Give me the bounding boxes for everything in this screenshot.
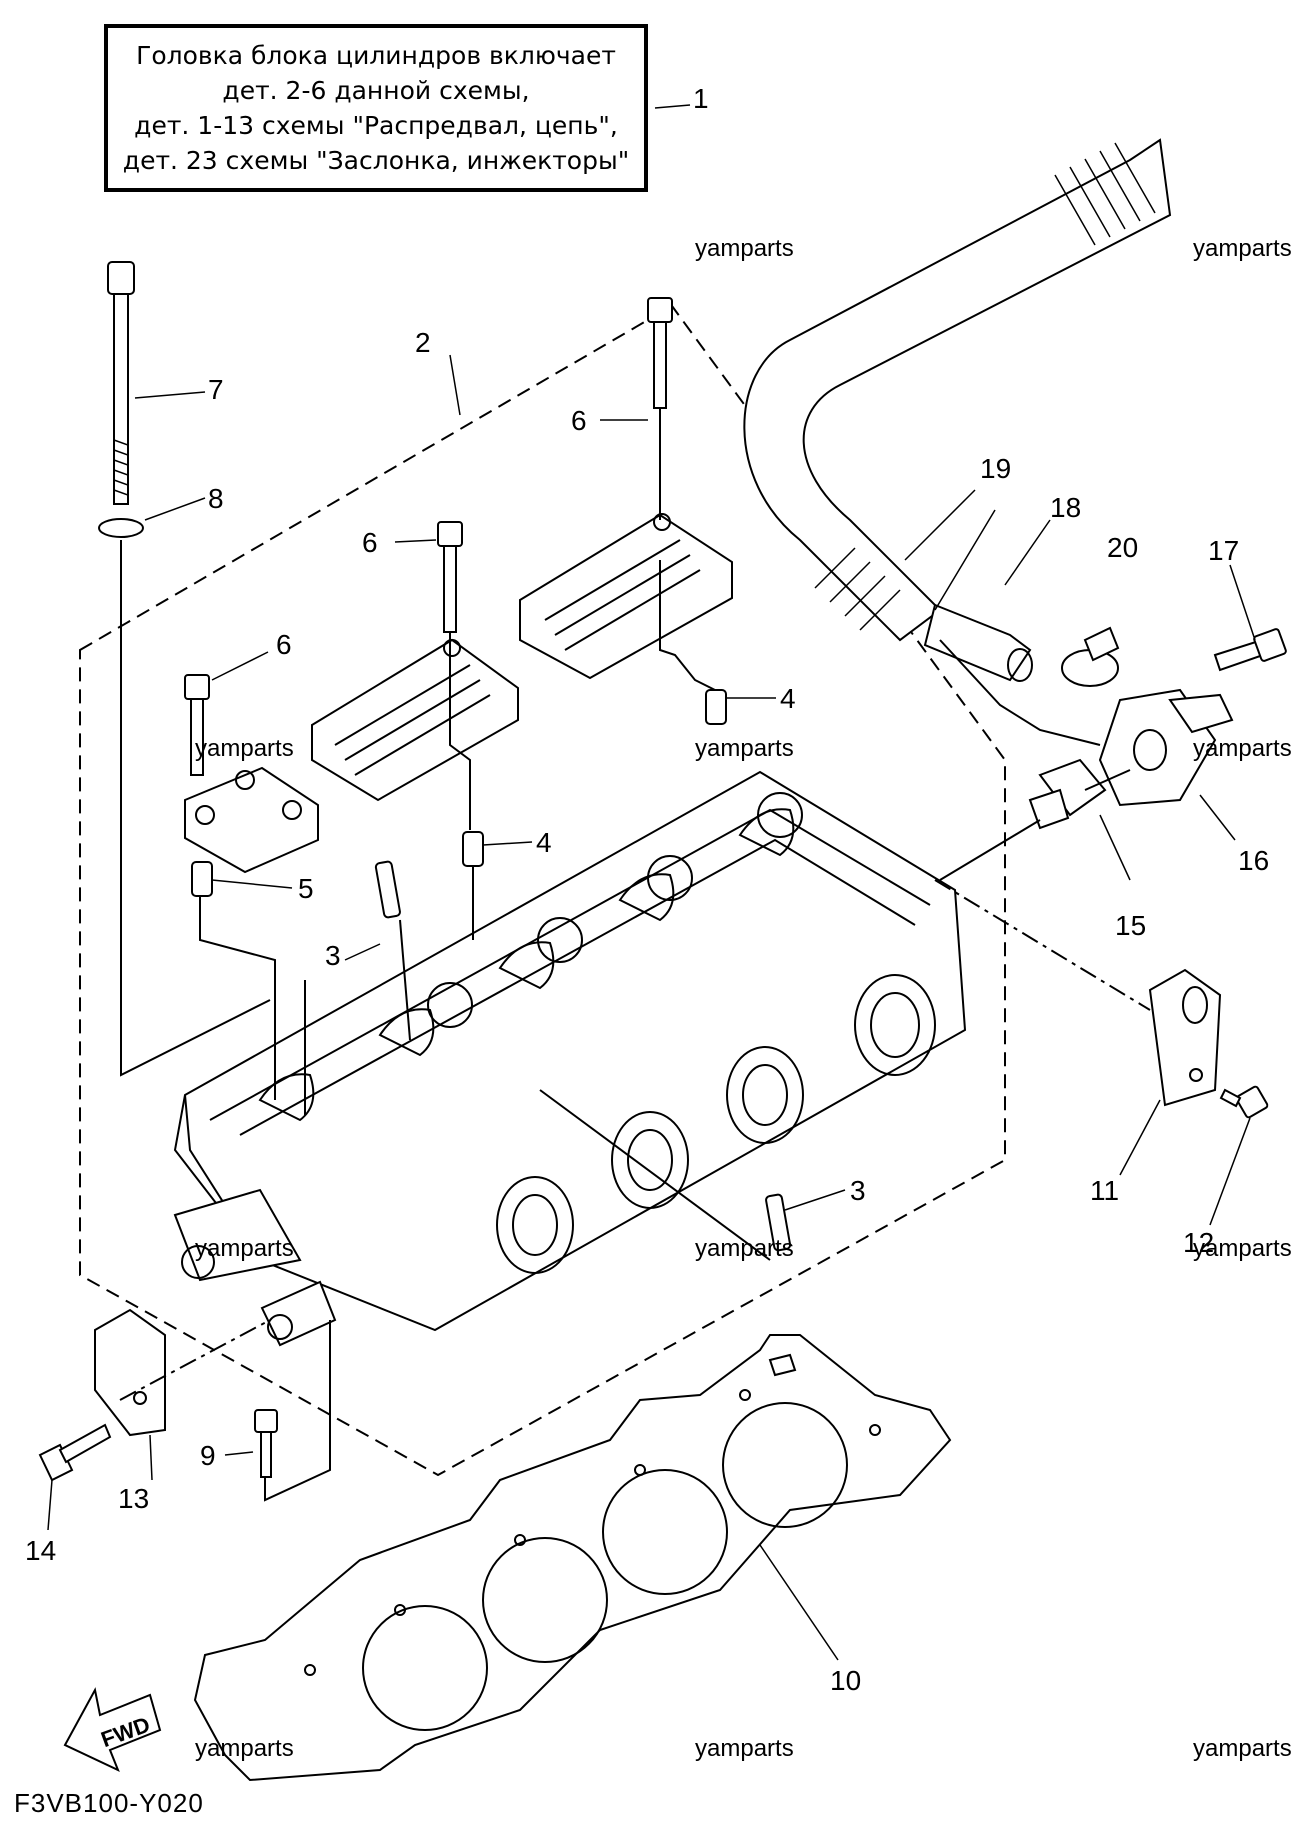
callout-4-right: 4 [780, 683, 796, 714]
callout-1: 1 [693, 83, 709, 114]
callout-6-middle: 6 [362, 527, 378, 558]
callout-leaders [47, 104, 1256, 1661]
callout-17: 17 [1208, 535, 1239, 566]
callout-6-left: 6 [276, 629, 292, 660]
bracket-bolt-lower [254, 1409, 278, 1478]
bracket-plate-left [94, 1308, 166, 1437]
callout-15: 15 [1115, 910, 1146, 941]
note-line-4: дет. 23 схемы "Заслонка, инжекторы" [122, 146, 630, 175]
camshaft-cap-right [519, 513, 733, 680]
callout-20: 20 [1107, 532, 1138, 563]
cylinder-head-gasket [193, 1334, 952, 1782]
note-box: Головка блока цилиндров включает дет. 2-… [104, 24, 648, 192]
head-bolt-washer [98, 518, 144, 538]
coolant-hose [743, 138, 1172, 642]
watermark: yamparts [1193, 1735, 1292, 1762]
callout-16: 16 [1238, 845, 1269, 876]
note-line-3: дет. 1-13 схемы "Распредвал, цепь", [134, 111, 618, 140]
watermark: yamparts [695, 235, 794, 262]
hose-bellows-upper [1054, 142, 1156, 246]
camshaft-cap-left [184, 766, 319, 874]
watermark: yamparts [195, 1735, 294, 1762]
bracket-plate-right [1148, 968, 1222, 1107]
hose-clamp [1061, 626, 1120, 687]
forward-direction-arrow: FWD [63, 1687, 162, 1772]
watermark: yamparts [695, 735, 794, 762]
callout-14: 14 [25, 1535, 56, 1566]
camshaft-cap-middle [311, 638, 519, 802]
valve-guide-upper [374, 860, 401, 919]
bracket-bolt-left [38, 1423, 112, 1482]
callout-3-lower: 3 [850, 1175, 866, 1206]
watermark: yamparts [1193, 1235, 1292, 1262]
head-bolt-long [107, 261, 135, 505]
watermark: yamparts [695, 1235, 794, 1262]
thermostat-bolt [1213, 628, 1287, 672]
callout-8: 8 [208, 483, 224, 514]
callout-3-upper: 3 [325, 940, 341, 971]
cap-bolt-left [184, 674, 210, 776]
assembly-lines [119, 408, 1151, 1502]
callout-19: 19 [980, 453, 1011, 484]
watermark: yamparts [195, 735, 294, 762]
cap-bolt-right [647, 297, 673, 409]
watermark: yamparts [695, 1735, 794, 1762]
callout-10: 10 [830, 1665, 861, 1696]
hose-fitting-pipe [923, 603, 1032, 682]
dowel-pin-middle [462, 831, 484, 867]
callout-18: 18 [1050, 492, 1081, 523]
bracket-bolt-right [1219, 1085, 1269, 1119]
watermarks: yamparts yamparts yamparts yamparts yamp… [195, 235, 1292, 1762]
watermark: yamparts [195, 1235, 294, 1262]
note-line-1: Головка блока цилиндров включает [136, 41, 616, 70]
callout-13: 13 [118, 1483, 149, 1514]
cap-bolt-middle [437, 521, 463, 633]
dowel-pin-right [705, 689, 727, 725]
dowel-pin-left [191, 861, 213, 897]
note-line-2: дет. 2-6 данной схемы, [222, 76, 530, 105]
callout-5: 5 [298, 873, 314, 904]
callout-numbers: 1 2 3 3 4 4 5 6 6 6 7 8 9 10 11 12 13 14… [25, 83, 1269, 1696]
cylinder-head-body [173, 770, 967, 1347]
callout-9: 9 [200, 1440, 216, 1471]
temperature-sensor [1028, 758, 1107, 830]
callout-4-middle: 4 [536, 827, 552, 858]
hose-bellows-lower [814, 547, 901, 631]
diagram-code: F3VB100-Y020 [14, 1788, 204, 1818]
thermostat-housing [1098, 688, 1234, 807]
callout-2: 2 [415, 327, 431, 358]
valve-guide-lower [765, 1193, 792, 1252]
callout-12: 12 [1183, 1227, 1214, 1258]
watermark: yamparts [1193, 735, 1292, 762]
callout-7: 7 [208, 374, 224, 405]
callout-11: 11 [1090, 1175, 1119, 1206]
callout-6-right: 6 [571, 405, 587, 436]
watermark: yamparts [1193, 235, 1292, 262]
